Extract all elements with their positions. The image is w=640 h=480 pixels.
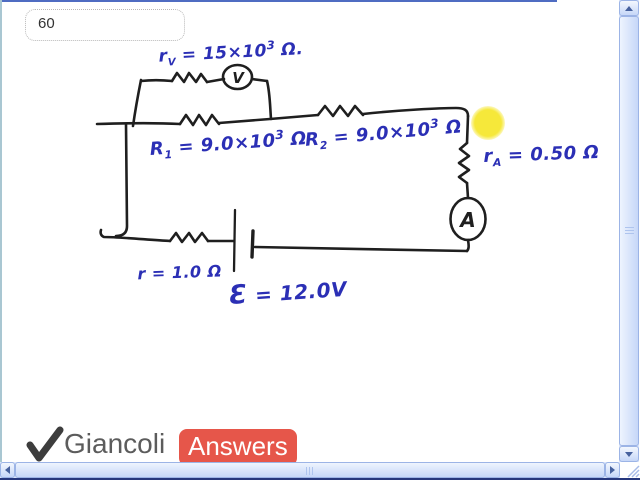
voltmeter-top-wire bbox=[139, 78, 174, 83]
problem-number: 60 bbox=[38, 15, 55, 32]
chevron-down-icon bbox=[625, 451, 633, 457]
middle-wire-left bbox=[95, 121, 182, 126]
voltmeter-branch: V bbox=[131, 63, 273, 128]
resistor-r2-zigzag bbox=[316, 104, 365, 118]
voltmeter-left-leg bbox=[131, 78, 143, 128]
ammeter-bottom-link bbox=[465, 238, 470, 253]
resistor-r1-zigzag bbox=[178, 113, 221, 127]
voltmeter-wire-link bbox=[205, 77, 226, 84]
resistor-ra-zigzag bbox=[457, 141, 471, 185]
scrollbar-grip-icon bbox=[625, 227, 634, 235]
label-ammeter-resistance: rA = 0.50 Ω bbox=[483, 141, 600, 170]
bottom-wire-right bbox=[253, 245, 469, 253]
voltmeter-right-leg bbox=[265, 79, 273, 121]
voltmeter-right-link bbox=[250, 77, 269, 83]
middle-branch bbox=[95, 104, 470, 127]
window-bottom-edge bbox=[0, 478, 640, 480]
voltmeter-circle bbox=[221, 63, 254, 91]
logo-badge: Answers bbox=[179, 429, 297, 466]
scrollbar-grip-icon bbox=[306, 467, 314, 475]
chevron-right-icon bbox=[610, 466, 615, 474]
middle-wire-center bbox=[217, 113, 320, 125]
window-top-edge bbox=[0, 0, 557, 2]
scroll-right-button[interactable] bbox=[605, 462, 620, 478]
resistor-rv-zigzag bbox=[170, 71, 209, 84]
checkmark-icon bbox=[26, 426, 64, 462]
voltmeter-letter: V bbox=[232, 69, 245, 87]
chevron-left-icon bbox=[5, 466, 10, 474]
scroll-up-button[interactable] bbox=[619, 0, 639, 16]
highlighter-dot bbox=[471, 106, 505, 140]
resize-grip-icon bbox=[627, 465, 640, 478]
resistor-r-zigzag bbox=[168, 231, 210, 244]
window-left-edge bbox=[0, 0, 2, 462]
horizontal-scrollbar[interactable] bbox=[0, 462, 620, 478]
middle-wire-right bbox=[361, 106, 470, 118]
scroll-left-button[interactable] bbox=[0, 462, 15, 478]
right-upper-wire bbox=[465, 114, 470, 145]
label-internal-resistance: r = 1.0 Ω bbox=[137, 261, 223, 284]
vertical-scrollbar-thumb[interactable] bbox=[619, 16, 639, 446]
scroll-down-button[interactable] bbox=[619, 446, 639, 462]
chevron-up-icon bbox=[625, 5, 633, 11]
vertical-scrollbar[interactable] bbox=[619, 0, 639, 462]
left-vertical-wire bbox=[114, 122, 129, 238]
battery-short-plate bbox=[250, 229, 255, 259]
ammeter-top-link bbox=[465, 181, 470, 200]
problem-number-box: 60 bbox=[25, 9, 185, 41]
horizontal-scrollbar-thumb[interactable] bbox=[15, 462, 605, 478]
battery-branch bbox=[99, 122, 469, 273]
resize-grip[interactable] bbox=[620, 462, 640, 478]
ammeter-letter: A bbox=[458, 208, 475, 232]
logo-brand-text: Giancoli bbox=[64, 428, 166, 459]
bottom-wire-left bbox=[99, 228, 172, 243]
